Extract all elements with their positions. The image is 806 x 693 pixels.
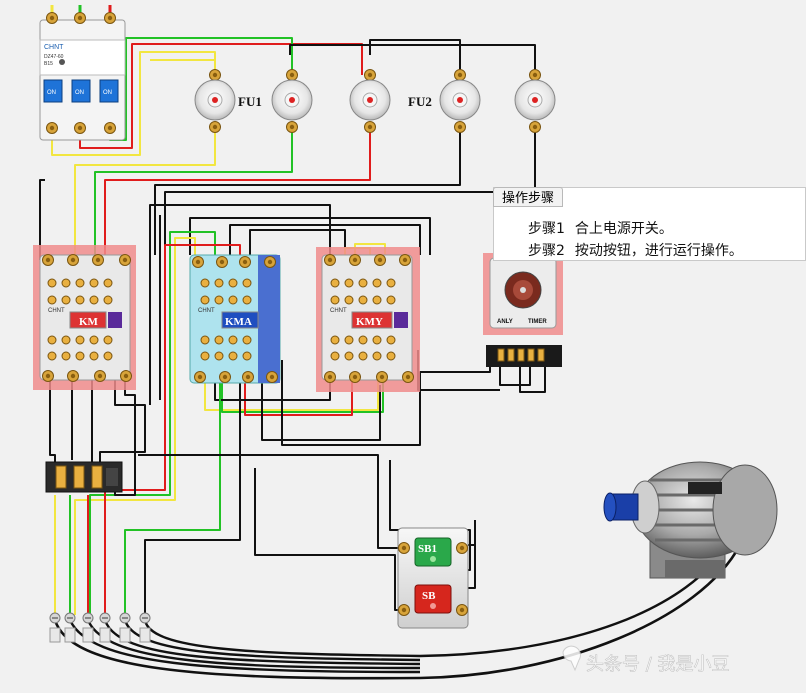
fuse[interactable] xyxy=(194,69,236,133)
breaker-switch-2[interactable]: ON xyxy=(71,79,91,103)
km-label: KM xyxy=(79,316,99,328)
contactor-kmy[interactable]: CHNT KMY xyxy=(316,247,420,392)
step-1-number: 步骤1 xyxy=(528,221,565,237)
electric-motor[interactable] xyxy=(603,461,778,579)
watermark-text: 头条号 / 我是小豆 xyxy=(586,654,730,675)
motor-terminal-block xyxy=(49,612,151,643)
step-2-text: 按动按钮，进行运行操作。 xyxy=(574,243,743,259)
timer-relay[interactable]: ANLY TIMER xyxy=(483,253,563,367)
start-button-sb1[interactable]: SB1 xyxy=(414,537,452,567)
fuse-group-fu1[interactable]: FU1 xyxy=(194,69,391,133)
fuse-group-fu2[interactable]: FU2 xyxy=(408,69,556,133)
breaker-indicator-icon xyxy=(59,59,65,65)
tab-operation-steps[interactable]: 操作步骤 xyxy=(493,187,564,207)
overload-relay[interactable] xyxy=(45,461,123,493)
km-brand: CHNT xyxy=(48,308,65,314)
stop-button-sb[interactable]: SB xyxy=(414,584,452,614)
breaker-switch-3[interactable]: ON xyxy=(99,79,119,103)
breaker-switch-1[interactable]: ON xyxy=(43,79,63,103)
step-2: 步骤2 按动按钮，进行运行操作。 xyxy=(528,240,743,260)
watermark-logo-icon xyxy=(562,645,581,672)
kmy-brand: CHNT xyxy=(330,308,347,314)
sb-label: SB xyxy=(422,590,436,602)
step-1-text: 合上电源开关。 xyxy=(574,221,673,237)
watermark: 头条号 / 我是小豆 xyxy=(562,645,730,675)
breaker-model: DZ47-60 xyxy=(44,54,64,60)
motor-nameplate xyxy=(688,482,722,494)
fuse[interactable] xyxy=(439,69,481,133)
breaker-switch-label: ON xyxy=(103,90,112,96)
fu1-label: FU1 xyxy=(238,94,262,109)
fuse[interactable] xyxy=(514,69,556,133)
fuse[interactable] xyxy=(271,69,313,133)
kma-label: KMA xyxy=(225,316,252,328)
breaker-switch-label: ON xyxy=(47,90,56,96)
kma-brand: CHNT xyxy=(198,308,215,314)
timer-type: TIMER xyxy=(528,319,547,325)
push-button-box[interactable]: SB1 SB xyxy=(397,527,469,629)
timer-dial-icon[interactable] xyxy=(520,287,526,293)
timer-brand: ANLY xyxy=(497,319,513,325)
step-2-number: 步骤2 xyxy=(528,243,565,259)
step-1: 步骤1 合上电源开关。 xyxy=(528,218,673,238)
contactor-kma[interactable]: CHNT KMA xyxy=(189,254,281,384)
kmy-label: KMY xyxy=(356,316,383,328)
contactor-km[interactable]: CHNT KM xyxy=(33,245,136,390)
operation-steps-panel: 操作步骤 步骤1 合上电源开关。 步骤2 按动按钮，进行运行操作。 xyxy=(493,187,806,261)
sb1-label: SB1 xyxy=(418,543,437,555)
fuse[interactable] xyxy=(349,69,391,133)
breaker-brand: CHNT xyxy=(44,44,64,51)
breaker-rating: B15 xyxy=(44,61,53,67)
circuit-breaker[interactable]: CHNT DZ47-60 B15 ON ON ON xyxy=(39,12,126,141)
fu2-label: FU2 xyxy=(408,94,432,109)
breaker-switch-label: ON xyxy=(75,90,84,96)
